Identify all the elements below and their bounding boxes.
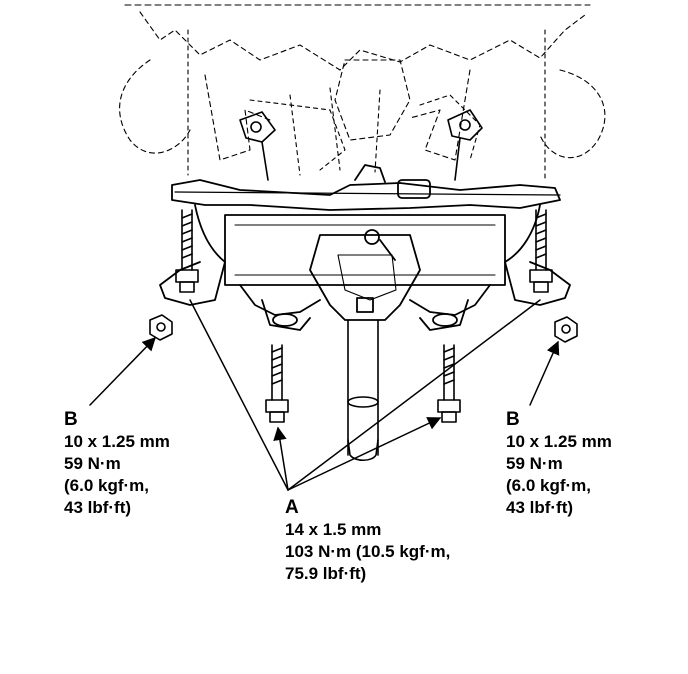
mount-brackets: [239, 109, 483, 181]
torque-nm: 59 N·m: [64, 454, 121, 473]
flange-nut-icon: [149, 314, 578, 343]
torque-lbf: 43 lbf·ft): [506, 498, 574, 517]
torque-lbf: 75.9 lbf·ft): [285, 564, 367, 583]
bolt-size: 14 x 1.5 mm: [285, 520, 382, 539]
callout-a: A 14 x 1.5 mm 103 N·m (10.5 kgf·m, 75.9 …: [285, 497, 450, 585]
callout-b-left: B 10 x 1.25 mm 59 N·m (6.0 kgf·m, 43 lbf…: [64, 409, 170, 519]
leader-arrow: [89, 299, 560, 491]
torque-kgf: (6.0 kgf·m,: [64, 476, 150, 495]
callout-b-right: B 10 x 1.25 mm 59 N·m (6.0 kgf·m, 43 lbf…: [506, 409, 612, 519]
callout-letter: B: [506, 409, 520, 430]
bolt-icon: [175, 209, 553, 423]
vehicle-body-outline: [119, 4, 606, 181]
callout-letter: B: [64, 409, 78, 430]
torque-nm: 103 N·m (10.5 kgf·m,: [285, 542, 451, 561]
torque-nm: 59 N·m: [506, 454, 563, 473]
callout-letter: A: [285, 497, 299, 518]
exhaust-pipe: [347, 319, 379, 462]
bolt-size: 10 x 1.25 mm: [64, 432, 170, 451]
torque-lbf: 43 lbf·ft): [64, 498, 132, 517]
torque-kgf: (6.0 kgf·m,: [506, 476, 592, 495]
front-subframe: [159, 164, 571, 331]
bolt-size: 10 x 1.25 mm: [506, 432, 612, 451]
